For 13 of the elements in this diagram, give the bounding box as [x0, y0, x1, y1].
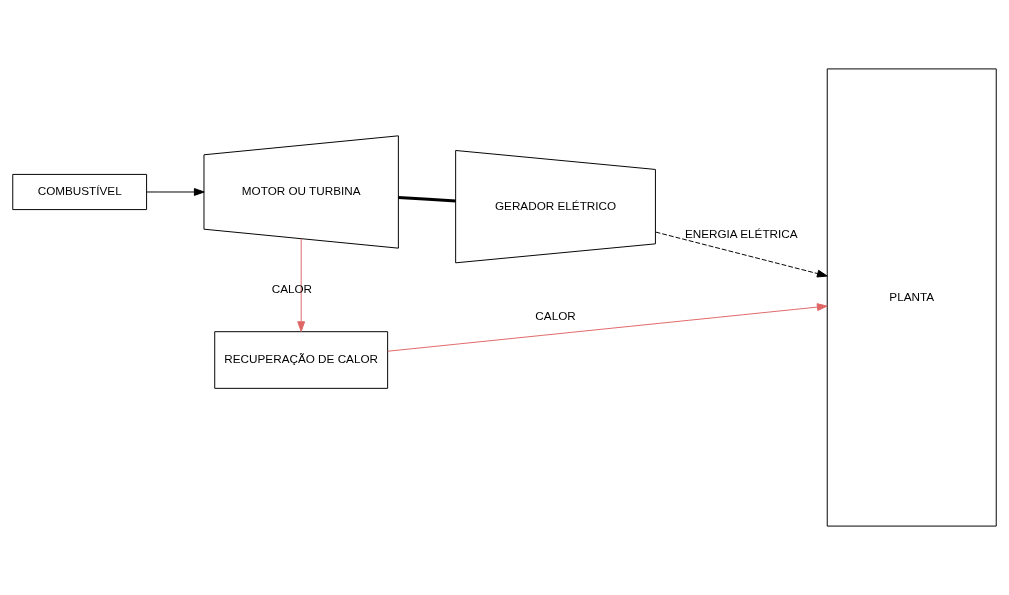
node-box: MOTOR OU TURBINA [203, 135, 399, 249]
arrow [387, 303, 828, 352]
edge-label: CALOR [271, 281, 313, 295]
arrow [297, 238, 306, 332]
node-box: PLANTA [826, 68, 997, 527]
connector [398, 196, 456, 203]
node-box: COMBUSTÍVEL [12, 173, 148, 211]
arrow [655, 231, 828, 278]
node-box: RECUPERAÇÃO DE CALOR [214, 331, 389, 389]
arrow [146, 188, 205, 196]
node-box: GERADOR ELÉTRICO [455, 150, 656, 264]
edge-label: CALOR [535, 308, 576, 322]
edge-label: ENERGIA ELÉTRICA [684, 227, 798, 241]
